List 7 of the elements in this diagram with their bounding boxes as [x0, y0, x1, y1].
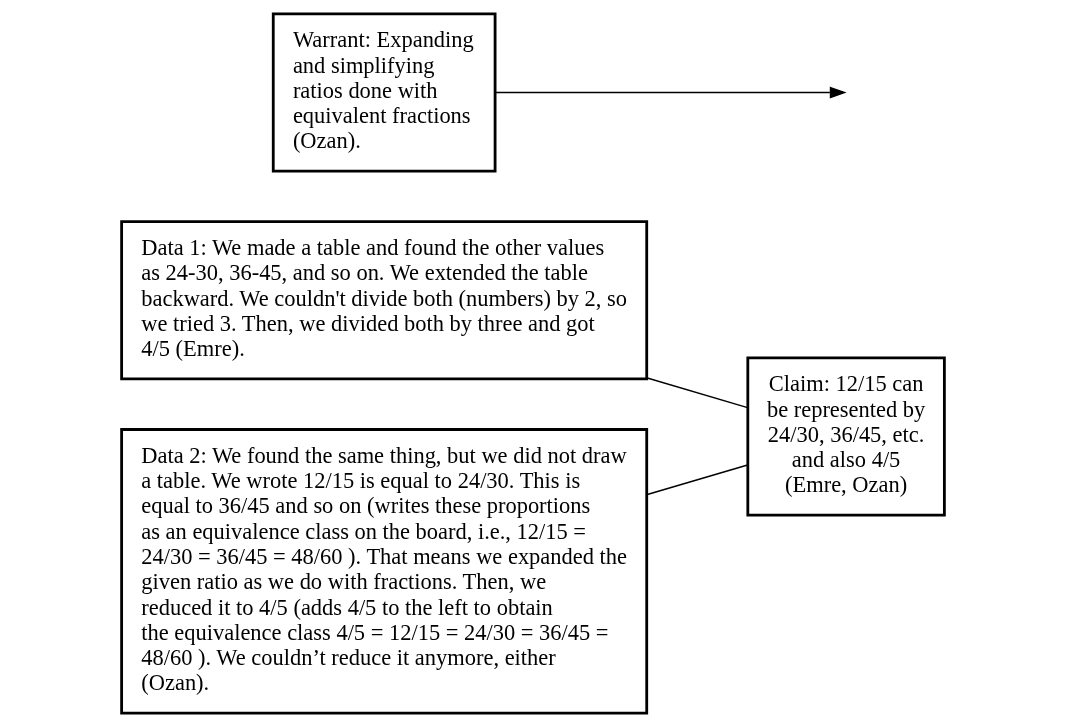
node-box: Warrant: Expanding and simplifying ratios done with equivalent fractions (Ozan). [271, 12, 496, 173]
connector [646, 464, 748, 496]
node-box: Data 1: We made a table and found the other values as 24-30, 36-45, and so on. We extended the table backward. We couldn't divide both (numbers) by 2, so we tried 3. Then, we divided both by three and got 4/5 (Emre). [119, 220, 648, 381]
arrow [494, 86, 847, 99]
connector [646, 377, 748, 409]
node-box: Data 2: We found the same thing, but we did not draw a table. We wrote 12/15 is equal to 24/30. This is equal to 36/45 and so on (writes these proportions as an equivalence class on the board, i.e., 12/15 = 24/30 = 36/45 = 48/60 ). That means we expanded the given ratio as we do with fractions. Then, we reduced it to 4/5 (adds 4/5 to the left to obtain the equivalence class 4/5 = 12/15 = 24/30 = 36/45 = 48/60 ). We couldn’t reduce it anymore, either (Ozan). [119, 428, 648, 715]
node-box: Claim: 12/15 can be represented by 24/30, 36/45, etc. and also 4/5 (Emre, Ozan) [745, 356, 946, 517]
